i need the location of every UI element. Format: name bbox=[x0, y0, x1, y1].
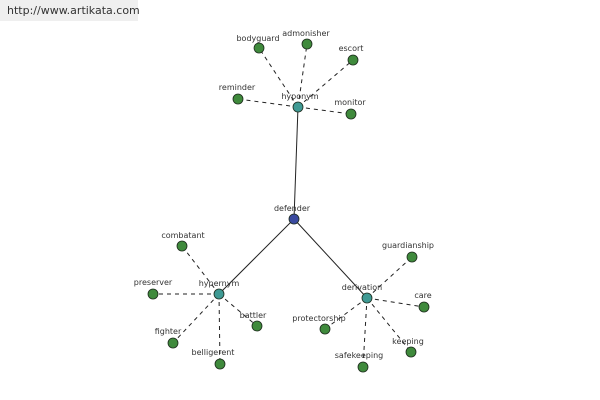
node-combatant[interactable] bbox=[176, 240, 188, 252]
label-monitor: monitor bbox=[334, 98, 366, 107]
node-escort[interactable] bbox=[347, 54, 359, 66]
node-derivation[interactable] bbox=[361, 292, 373, 304]
labels-layer: defender hyponym hypernym derivation bodygua… bbox=[134, 29, 434, 360]
label-admonisher: admonisher bbox=[282, 29, 330, 38]
label-guardianship: guardianship bbox=[382, 241, 434, 250]
edges-layer bbox=[153, 43, 425, 368]
edge-hyponym-admonisher bbox=[297, 43, 308, 108]
edge-hyponym-reminder bbox=[237, 98, 299, 108]
node-fighter[interactable] bbox=[167, 337, 179, 349]
node-hypernym[interactable] bbox=[213, 288, 225, 300]
label-protectorship: protectorship bbox=[292, 314, 345, 323]
label-hypernym: hypernym bbox=[199, 279, 240, 288]
node-guardianship[interactable] bbox=[406, 251, 418, 263]
edge-hyponym-monitor bbox=[297, 106, 352, 115]
label-escort: escort bbox=[339, 44, 364, 53]
edge-derivation-care bbox=[366, 297, 425, 308]
edge-derivation-protectorship bbox=[324, 297, 368, 330]
edge-derivation-keeping bbox=[366, 297, 412, 353]
label-battler: battler bbox=[240, 311, 267, 320]
node-defender[interactable] bbox=[288, 213, 300, 225]
node-protectorship[interactable] bbox=[319, 323, 331, 335]
nodes-layer bbox=[147, 38, 430, 373]
node-reminder[interactable] bbox=[232, 93, 244, 105]
node-keeping[interactable] bbox=[405, 346, 417, 358]
node-admonisher[interactable] bbox=[301, 38, 313, 50]
label-defender: defender bbox=[274, 204, 311, 213]
node-belligerent[interactable] bbox=[214, 358, 226, 370]
label-care: care bbox=[414, 291, 431, 300]
label-derivation: derivation bbox=[342, 283, 382, 292]
node-preserver[interactable] bbox=[147, 288, 159, 300]
edge-defender-hypernym bbox=[218, 218, 295, 295]
edge-hyponym-bodyguard bbox=[258, 47, 299, 108]
edge-hypernym-battler bbox=[218, 293, 258, 327]
label-bodyguard: bodyguard bbox=[236, 34, 279, 43]
edge-derivation-guardianship bbox=[366, 256, 413, 299]
edge-hypernym-fighter bbox=[172, 293, 220, 344]
edge-derivation-safekeeping bbox=[362, 297, 368, 368]
label-hyponym: hyponym bbox=[281, 92, 319, 101]
label-reminder: reminder bbox=[219, 83, 256, 92]
node-monitor[interactable] bbox=[345, 108, 357, 120]
label-safekeeping: safekeeping bbox=[335, 351, 383, 360]
edge-hypernym-belligerent bbox=[218, 293, 221, 365]
node-battler[interactable] bbox=[251, 320, 263, 332]
label-combatant: combatant bbox=[161, 231, 204, 240]
watermark-link[interactable]: http://www.artikata.com bbox=[0, 0, 140, 21]
label-fighter: fighter bbox=[155, 327, 182, 336]
label-preserver: preserver bbox=[134, 278, 173, 287]
edge-defender-hyponym bbox=[293, 106, 299, 220]
label-belligerent: belligerent bbox=[192, 348, 235, 357]
node-hyponym[interactable] bbox=[292, 101, 304, 113]
node-bodyguard[interactable] bbox=[253, 42, 265, 54]
edge-defender-derivation bbox=[293, 218, 368, 299]
node-safekeeping[interactable] bbox=[357, 361, 369, 373]
node-care[interactable] bbox=[418, 301, 430, 313]
edge-hypernym-combatant bbox=[181, 245, 220, 295]
label-keeping: keeping bbox=[392, 337, 424, 346]
